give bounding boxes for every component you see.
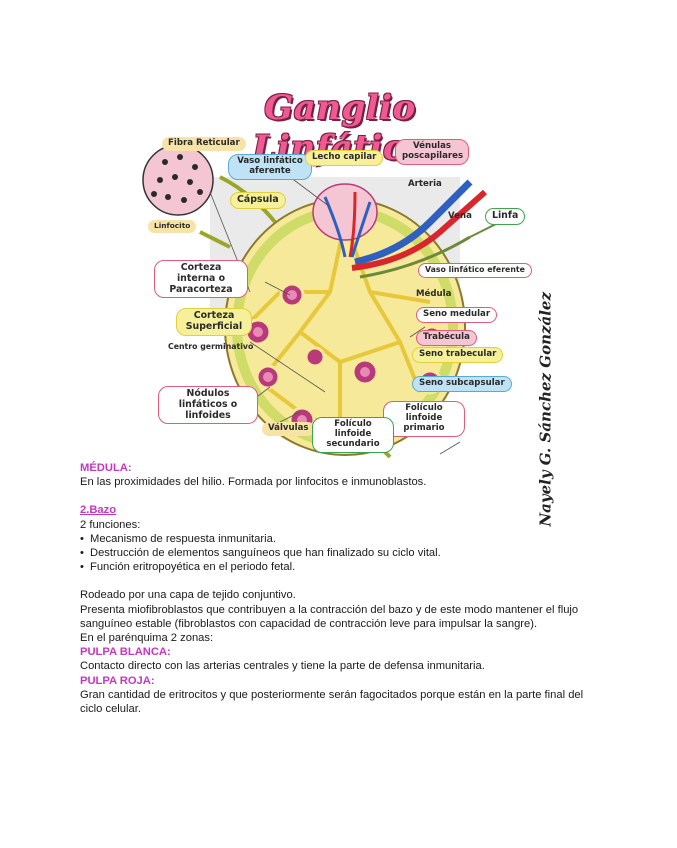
label-venulas: Vénulas poscapilares bbox=[395, 139, 469, 165]
funciones-intro: 2 funciones: bbox=[80, 518, 141, 531]
lymph-node-illustration bbox=[142, 144, 501, 459]
medula-heading: MÉDULA: bbox=[80, 462, 132, 474]
label-trabecula: Trabécula bbox=[416, 330, 477, 346]
pulpa-roja-heading: PULPA ROJA: bbox=[80, 674, 155, 687]
label-seno-medular: Seno medular bbox=[416, 307, 498, 323]
miofibroblastos-text: Presenta miofibroblastos que contribuyen… bbox=[80, 603, 579, 630]
funciones-list: Mecanismo de respuesta inmunitaria. Dest… bbox=[80, 532, 600, 575]
label-foliculo-secundario: Folículo linfoide secundario bbox=[312, 417, 394, 453]
label-lecho-capilar: Lecho capilar bbox=[305, 150, 384, 166]
label-nodulos: Nódulos linfáticos o linfoides bbox=[158, 386, 258, 425]
label-capsula: Cápsula bbox=[230, 192, 286, 209]
rodeado-text: Rodeado por una capa de tejido conjuntiv… bbox=[80, 589, 296, 602]
label-foliculo-primario: Folículo linfoide primario bbox=[383, 401, 465, 437]
label-seno-trabecular: Seno trabecular bbox=[412, 347, 504, 363]
list-item: Destrucción de elementos sanguíneos que … bbox=[80, 546, 600, 560]
label-centro-germinativo: Centro germinativo bbox=[168, 342, 254, 351]
bazo-heading: 2.Bazo bbox=[80, 504, 117, 517]
lymph-node-figure: Ganglio Linfático Fibra Reticular Vaso l… bbox=[140, 82, 555, 527]
document-body: MÉDULA: En las proximidades del hilio. F… bbox=[80, 461, 600, 716]
label-arteria: Arteria bbox=[408, 179, 442, 189]
pulpa-blanca-text: Contacto directo con las arterias centra… bbox=[80, 660, 485, 673]
label-valvulas: Válvulas bbox=[262, 422, 315, 436]
label-linfocito: Linfocito bbox=[148, 220, 197, 233]
label-vena: Vena bbox=[448, 211, 472, 221]
label-corteza-superficial: Corteza Superficial bbox=[176, 308, 252, 336]
medula-text: En las proximidades del hilio. Formada p… bbox=[80, 476, 427, 489]
pulpa-roja-text: Gran cantidad de eritrocitos y que poste… bbox=[80, 688, 584, 716]
label-linfa: Linfa bbox=[485, 208, 526, 225]
pulpa-blanca-heading: PULPA BLANCA: bbox=[80, 646, 171, 659]
list-item: Mecanismo de respuesta inmunitaria. bbox=[80, 532, 600, 546]
label-vaso-eferente: Vaso linfático eferente bbox=[418, 263, 532, 278]
label-fibra-reticular: Fibra Reticular bbox=[162, 137, 246, 151]
parenquima-text: En el parénquima 2 zonas: bbox=[80, 632, 214, 645]
label-vaso-aferente: Vaso linfático aferente bbox=[228, 154, 312, 180]
list-item: Función eritropoyética en el periodo fet… bbox=[80, 560, 600, 574]
label-corteza-interna: Corteza interna o Paracorteza bbox=[154, 260, 248, 299]
label-medula: Médula bbox=[416, 289, 452, 299]
label-seno-subcapsular: Seno subcapsular bbox=[412, 376, 512, 392]
